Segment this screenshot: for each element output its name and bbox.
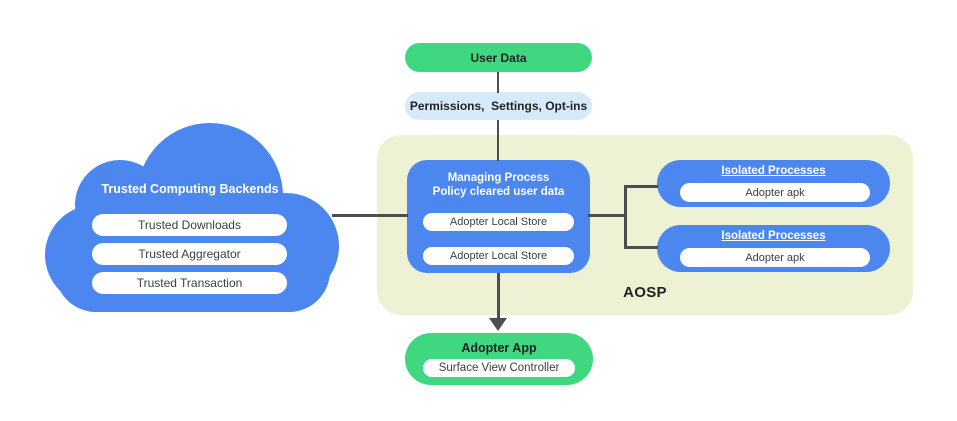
managing-process-node: Managing Process Policy cleared user dat… [407,160,590,273]
connector-userdata-permissions [496,72,499,93]
connector-cloud-managing [332,214,408,217]
isolated-process-title: Isolated Processes [721,165,826,177]
connector-managing-adopterapp [496,273,500,319]
adopter-apk-pill: Adopter apk [680,248,870,267]
adopter-app-node: Adopter App Surface View Controller [405,333,593,385]
cloud-item-trusted-transaction: Trusted Transaction [92,272,287,294]
cloud-title: Trusted Computing Backends [101,182,279,196]
managing-process-title-line2: Policy cleared user data [432,186,565,198]
connector-permissions-managing [496,120,499,161]
cloud-item-trusted-downloads: Trusted Downloads [92,214,287,236]
adopter-app-title: Adopter App [461,341,537,355]
connector-bracket-bottom [624,246,658,249]
surface-view-controller-pill: Surface View Controller [423,359,575,377]
permissions-node: Permissions, Settings, Opt-ins [405,92,592,120]
adopter-local-store-pill: Adopter Local Store [423,213,574,231]
isolated-process-node: Isolated Processes Adopter apk [657,225,890,272]
arrow-down-icon [489,318,507,331]
connector-bracket-top [624,185,658,188]
adopter-apk-pill: Adopter apk [680,183,870,202]
connector-managing-bracket [588,214,627,217]
aosp-label: AOSP [623,284,667,301]
user-data-node: User Data [405,43,592,72]
adopter-local-store-pill: Adopter Local Store [423,247,574,265]
connector-bracket-vertical [624,185,627,249]
cloud-item-trusted-aggregator: Trusted Aggregator [92,243,287,265]
managing-process-title: Managing Process Policy cleared user dat… [407,171,590,199]
isolated-process-title: Isolated Processes [721,230,826,242]
managing-process-title-line1: Managing Process [447,172,550,184]
isolated-process-node: Isolated Processes Adopter apk [657,160,890,207]
